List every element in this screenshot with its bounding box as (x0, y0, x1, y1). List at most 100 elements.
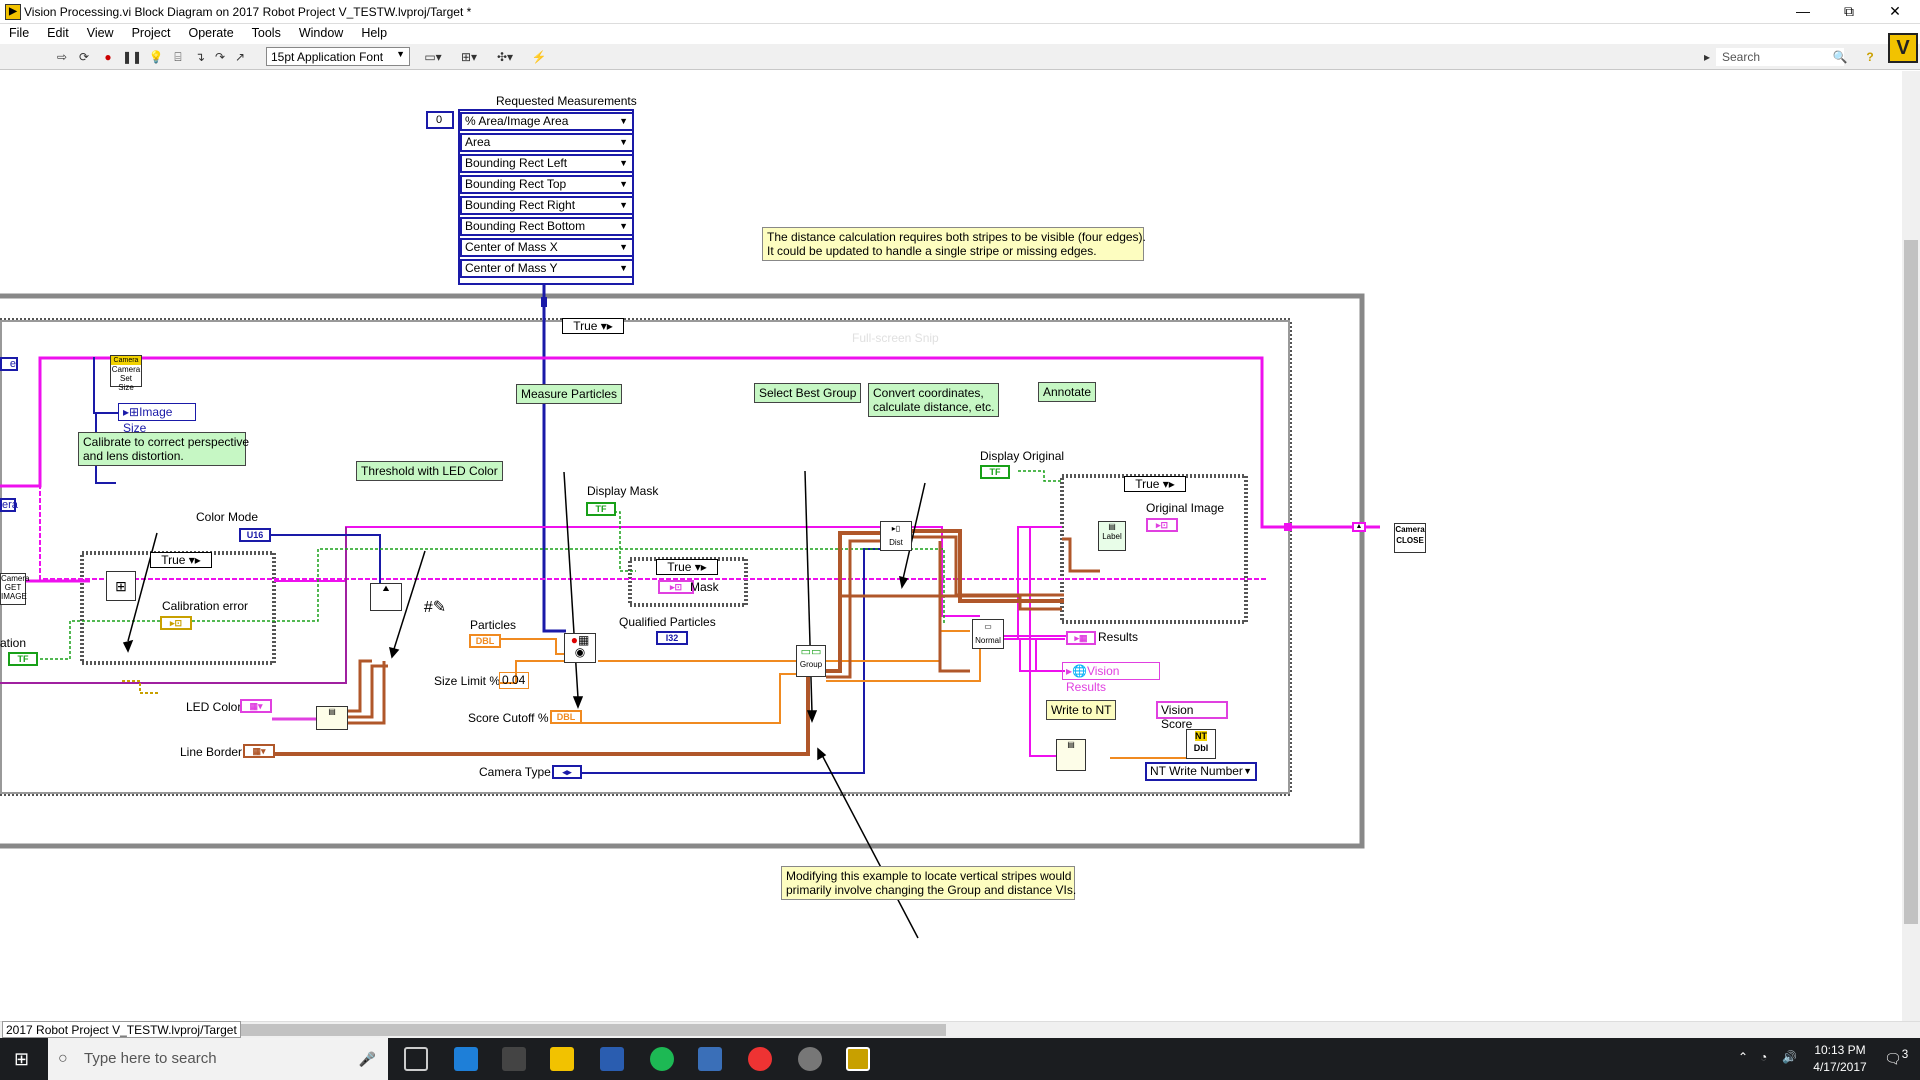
calibration-case-selector[interactable]: True ▾▸ (150, 552, 212, 568)
step-into-icon[interactable]: ↴ (194, 50, 206, 64)
clean-up-diagram-icon[interactable]: ⚡ (531, 50, 547, 64)
measure-particles-label: Measure Particles (516, 384, 623, 404)
score-cutoff-terminal[interactable]: DBL (550, 710, 582, 724)
camera-close-text: Camera CLOSE (1395, 525, 1425, 545)
task-view-icon[interactable] (404, 1047, 428, 1071)
led-color-terminal[interactable]: ▦▾ (240, 699, 272, 713)
measurement-ring-item[interactable]: Center of Mass X▼ (460, 238, 634, 257)
highlight-execution-icon[interactable]: 💡 (148, 50, 164, 64)
normalize-vi[interactable]: ▭Normal (972, 619, 1004, 649)
measurement-ring-item[interactable]: Bounding Rect Right▼ (460, 196, 634, 215)
calibration-vi-icon[interactable]: ⊞ (106, 571, 136, 601)
measurement-ring-item[interactable]: Area▼ (460, 133, 634, 152)
unbundle-led-color[interactable]: ▤ (316, 706, 348, 730)
step-out-icon[interactable]: ↗ (234, 50, 246, 64)
driver-station-icon[interactable] (798, 1047, 822, 1071)
app-icon[interactable] (698, 1047, 722, 1071)
menu-edit[interactable]: Edit (47, 26, 69, 40)
chrome-icon[interactable] (748, 1047, 772, 1071)
volume-icon[interactable]: 🔊 (1782, 1050, 1797, 1064)
menu-file[interactable]: File (9, 26, 30, 40)
labview-taskbar-icon[interactable] (846, 1047, 870, 1071)
search-expand-icon[interactable]: ▸ (1703, 50, 1711, 64)
main-case-structure-inner (0, 320, 1290, 794)
block-diagram[interactable]: Requested Measurements 0 % Area/Image Ar… (0, 71, 1900, 1021)
retain-wire-values-icon[interactable]: ⌸ (174, 50, 182, 64)
align-objects-icon[interactable]: ▭▾ (424, 50, 442, 64)
led-color-label: LED Color (186, 700, 242, 714)
notification-icon[interactable]: 🗨3 (1884, 1048, 1909, 1067)
qualified-particles-indicator: I32 (656, 631, 688, 645)
display-mask-terminal[interactable]: TF (586, 502, 616, 516)
measurement-ring-item[interactable]: Center of Mass Y▼ (460, 259, 634, 278)
abort-icon[interactable]: ● (104, 50, 112, 64)
camera-type-terminal[interactable]: ◂▸ (552, 765, 582, 779)
menu-tools[interactable]: Tools (251, 26, 281, 40)
cut-terminal-camera[interactable]: era (0, 498, 18, 512)
color-mode-terminal[interactable]: U16 (239, 528, 271, 542)
wifi-icon[interactable]: ◔ (1760, 1050, 1768, 1064)
camera-close-vi[interactable]: Camera CLOSE (1394, 523, 1426, 553)
vision-results-label: Vision Results (1066, 664, 1120, 694)
menu-window[interactable]: Window (298, 26, 344, 40)
menu-project[interactable]: Project (131, 26, 171, 40)
property-node-icon[interactable]: #✎ (423, 599, 447, 616)
mask-case-selector[interactable]: True ▾▸ (656, 559, 718, 575)
measurement-ring-item[interactable]: Bounding Rect Bottom▼ (460, 217, 634, 236)
menu-help[interactable]: Help (361, 26, 388, 40)
distance-vi[interactable]: ▸▯Dist (880, 521, 912, 551)
pause-icon[interactable]: ❚❚ (122, 50, 143, 64)
search-input[interactable]: Search (1716, 48, 1844, 66)
store-icon[interactable] (502, 1047, 526, 1071)
step-over-icon[interactable]: ↷ (214, 50, 226, 64)
windows-start-icon[interactable]: ⊞ (14, 1049, 30, 1069)
word-icon[interactable] (600, 1047, 624, 1071)
vision-score-string[interactable]: Vision Score (1156, 701, 1228, 731)
reorder-icon[interactable]: ✣▾ (496, 50, 514, 64)
display-original-label: Display Original (980, 449, 1065, 463)
label-vi[interactable]: ▤Label (1098, 521, 1126, 551)
menu-view[interactable]: View (86, 26, 114, 40)
microphone-icon[interactable]: 🎤 (358, 1051, 376, 1067)
array-index-display[interactable]: 0 (426, 111, 454, 129)
calibration-bool-terminal[interactable]: TF (8, 652, 38, 666)
chevron-down-icon: ▼ (619, 158, 628, 168)
main-case-selector[interactable]: True ▾▸ (562, 318, 624, 334)
vertical-scroll-thumb[interactable] (1904, 240, 1918, 924)
file-explorer-icon[interactable] (550, 1047, 574, 1071)
taskbar-search-input[interactable]: Type here to search○🎤 (48, 1038, 388, 1080)
spotify-icon[interactable] (650, 1047, 674, 1071)
cut-terminal-image[interactable]: e (0, 357, 18, 371)
restore-button[interactable]: ⧉ (1844, 3, 1854, 19)
horizontal-scroll-thumb[interactable] (240, 1024, 946, 1036)
search-icon[interactable]: 🔍 (1832, 50, 1848, 64)
measurement-ring-item[interactable]: % Area/Image Area▼ (460, 112, 634, 131)
distribute-objects-icon[interactable]: ⊞▾ (460, 50, 478, 64)
measure-particles-vi[interactable]: ●▦◉ (564, 633, 596, 663)
font-selector[interactable]: 15pt Application Font▼ (266, 47, 410, 66)
display-original-terminal[interactable]: TF (980, 465, 1010, 479)
size-limit-constant[interactable]: 0.04 (499, 672, 529, 689)
group-vi[interactable]: ▭▭Group (796, 645, 826, 677)
run-continuously-icon[interactable]: ⟳ (78, 50, 90, 64)
line-border-terminal[interactable]: ▦▾ (243, 744, 275, 758)
camera-get-image-vi[interactable]: Camera GET IMAGE (0, 573, 29, 605)
measurement-ring-item[interactable]: Bounding Rect Left▼ (460, 154, 634, 173)
qualified-particles-label: Qualified Particles (619, 615, 716, 629)
run-arrow-icon[interactable]: ⇨ (56, 50, 68, 64)
help-icon[interactable]: ? (1866, 50, 1874, 64)
tray-chevron-icon[interactable]: ⌃ (1738, 1050, 1749, 1064)
annotate-case-selector[interactable]: True ▾▸ (1124, 476, 1186, 492)
close-button[interactable]: ✕ (1889, 3, 1901, 19)
image-size-label: Image Size (123, 405, 173, 435)
unbundle-results[interactable]: ▤ (1056, 739, 1086, 771)
nt-write-number-selector[interactable]: NT Write Number▼ (1145, 762, 1257, 781)
measurement-ring-item[interactable]: Bounding Rect Top▼ (460, 175, 634, 194)
threshold-vi-icon[interactable]: ⛰ (370, 583, 402, 611)
edge-icon[interactable] (454, 1047, 478, 1071)
minimize-button[interactable]: — (1796, 3, 1810, 19)
menu-operate[interactable]: Operate (188, 26, 234, 40)
